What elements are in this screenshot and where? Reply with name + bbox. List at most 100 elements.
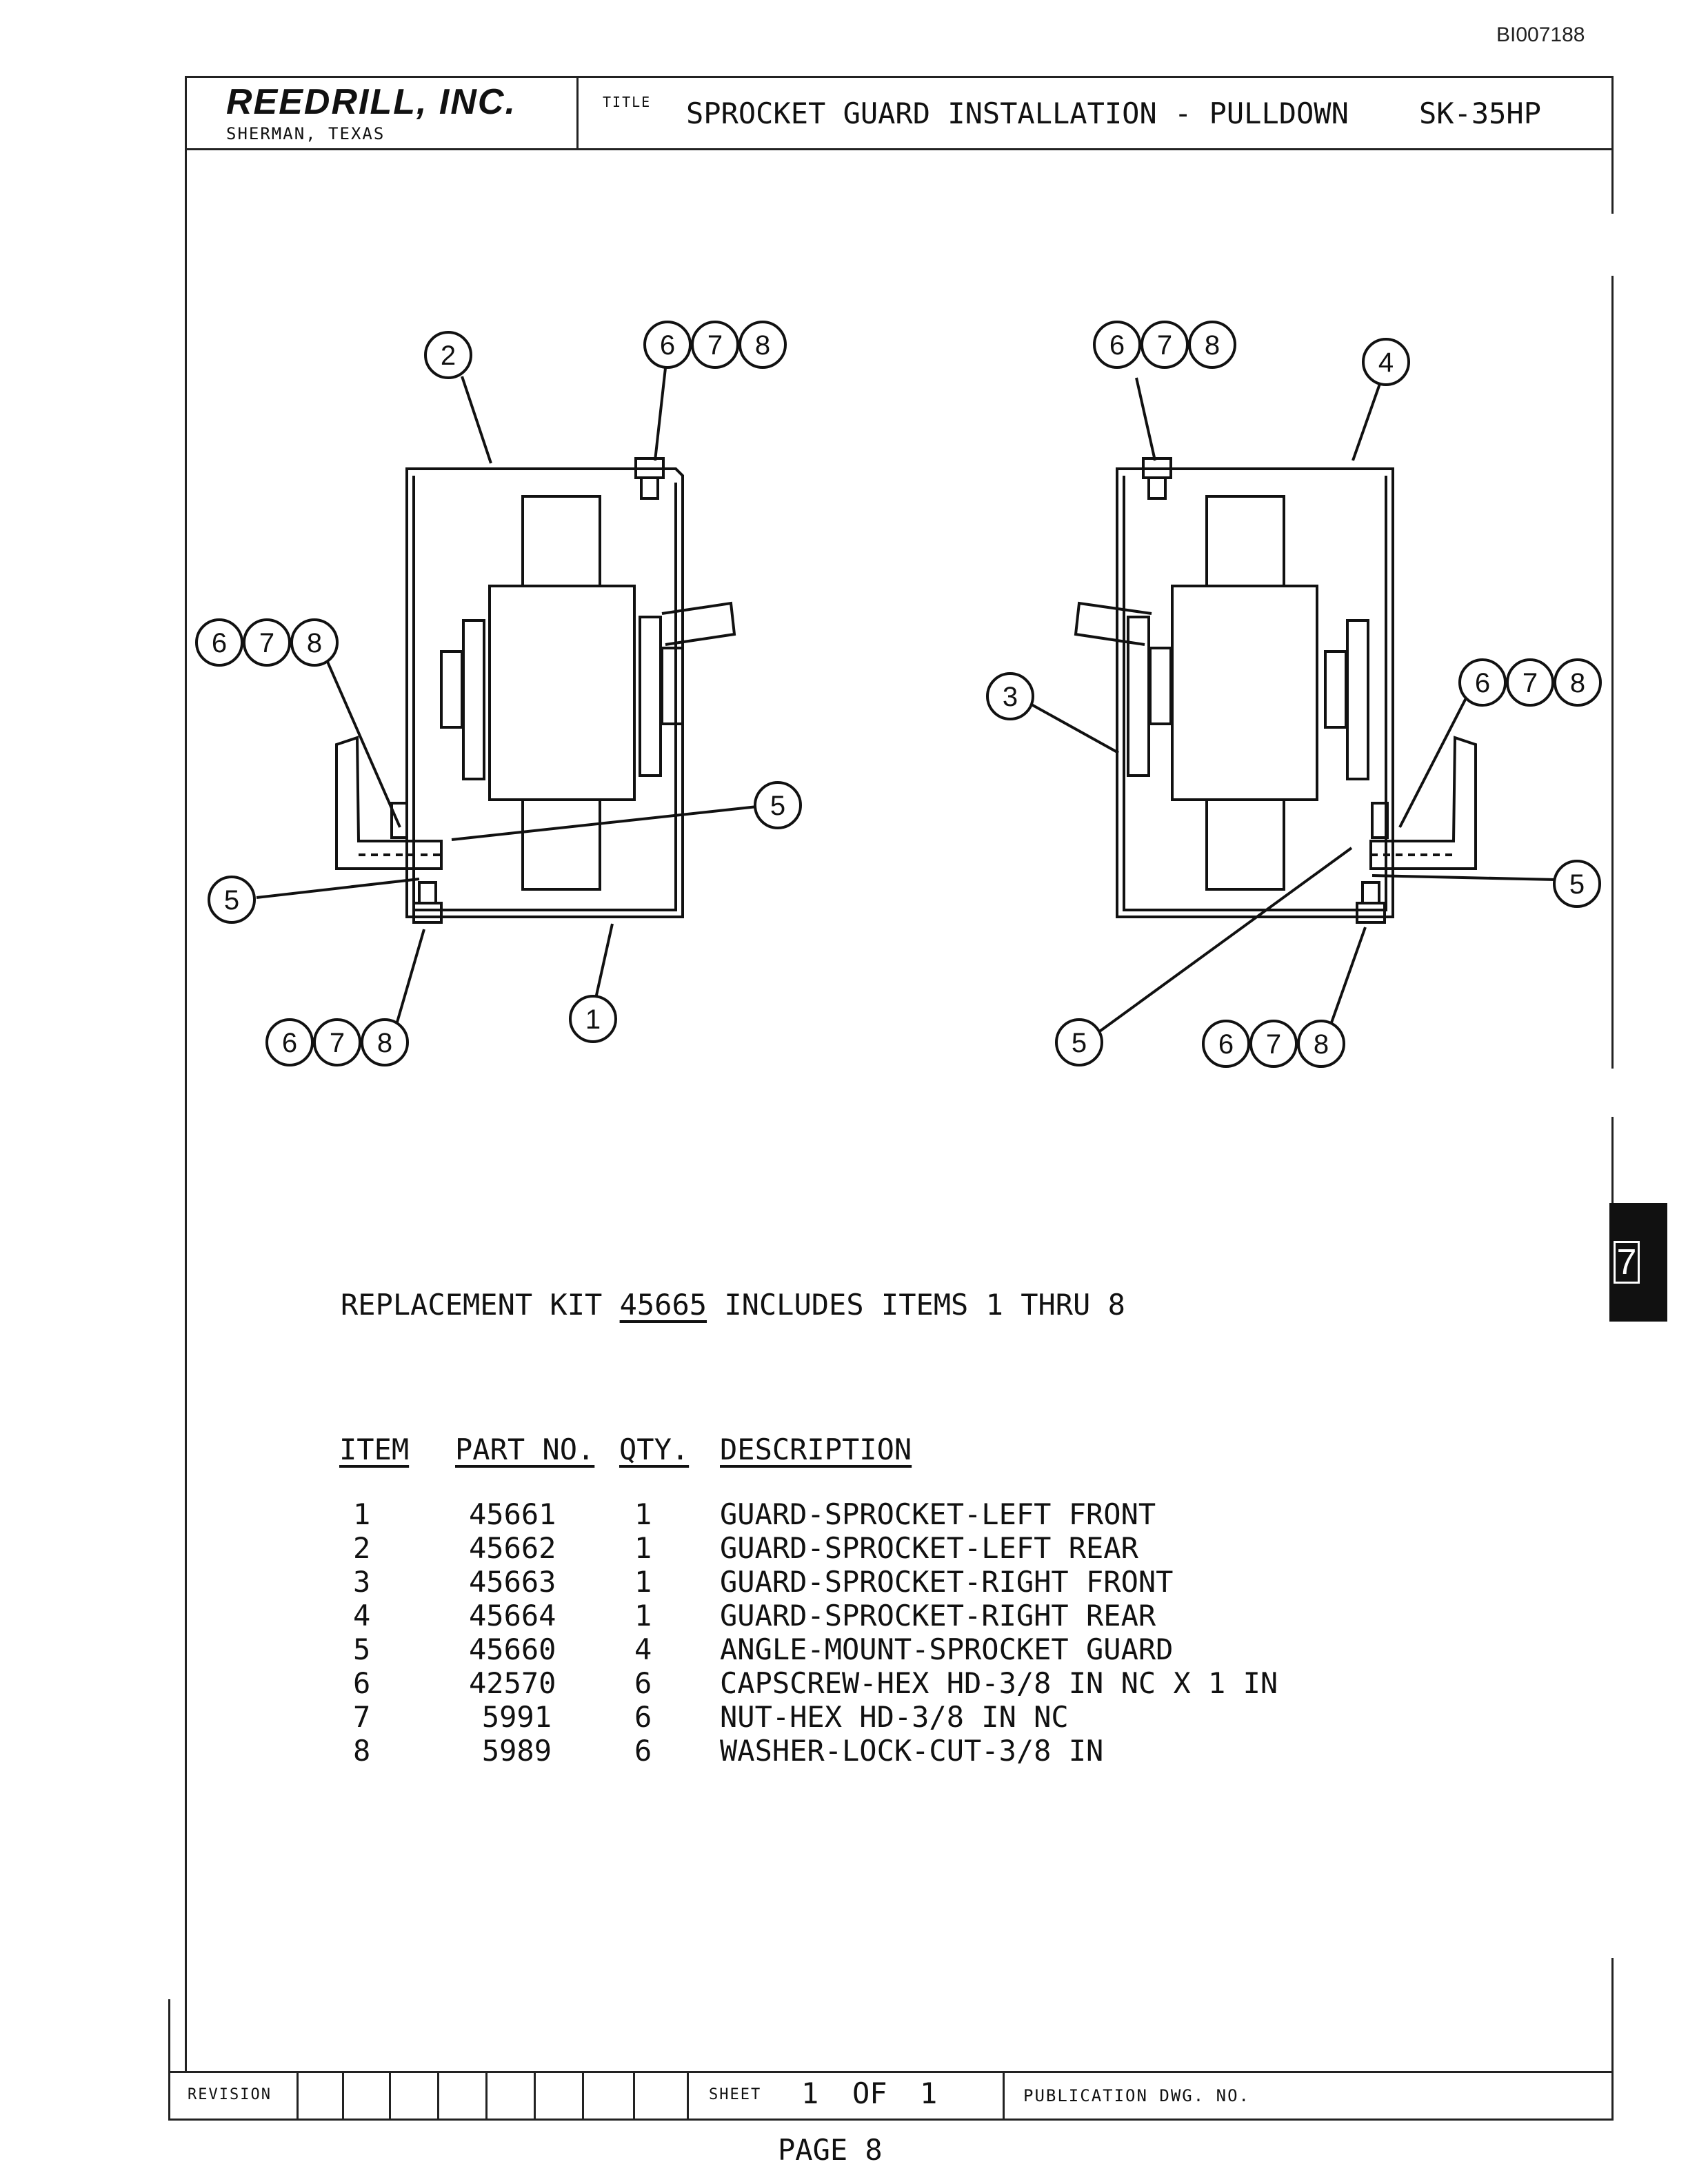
row-part: 5989: [481, 1734, 552, 1768]
row-item: 6: [353, 1666, 371, 1700]
row-description: NUT-HEX HD-3/8 IN NC: [720, 1700, 1069, 1734]
row-description: WASHER-LOCK-CUT-3/8 IN: [720, 1734, 1104, 1768]
header-description: DESCRIPTION: [720, 1433, 912, 1466]
svg-text:3: 3: [1003, 682, 1018, 712]
callout-678-left-top: 6 7 8: [643, 321, 787, 369]
svg-text:6: 6: [282, 1028, 297, 1058]
right-guard-assembly: [1018, 377, 1556, 1034]
svg-text:6: 6: [1109, 330, 1125, 361]
row-qty: 1: [634, 1565, 652, 1599]
svg-text:6: 6: [660, 330, 675, 361]
company-name: REEDRILL, INC.: [226, 82, 516, 122]
row-qty: 6: [634, 1666, 652, 1700]
svg-text:7: 7: [1266, 1029, 1281, 1060]
svg-text:6: 6: [212, 628, 227, 658]
callout-5-left-left: 5: [208, 876, 256, 924]
frame-right-line-lower: [1611, 1117, 1614, 1203]
svg-text:7: 7: [259, 628, 274, 658]
svg-text:6: 6: [1218, 1029, 1234, 1060]
section-tab-label: 7: [1614, 1241, 1640, 1284]
callout-678-left-bottom: 6 7 8: [265, 1018, 409, 1066]
row-qty: 1: [634, 1599, 652, 1632]
kit-prefix: REPLACEMENT KIT: [341, 1288, 603, 1322]
frame-right-line-upper: [1611, 150, 1614, 214]
svg-text:8: 8: [1314, 1029, 1329, 1060]
title-block: [185, 76, 1614, 150]
svg-text:7: 7: [330, 1028, 345, 1058]
row-part: 45660: [469, 1632, 556, 1666]
strip-divider: [437, 2071, 439, 2121]
title-block-divider: [576, 76, 579, 150]
svg-text:8: 8: [377, 1028, 392, 1058]
row-item: 5: [353, 1632, 371, 1666]
row-item: 8: [353, 1734, 371, 1768]
callout-5-right-bottom: 5: [1055, 1018, 1103, 1066]
strip-divider: [389, 2071, 391, 2121]
svg-text:8: 8: [1570, 668, 1585, 698]
strip-divider: [1003, 2071, 1005, 2121]
sheet-label: SHEET: [709, 2086, 762, 2103]
replacement-kit-note: REPLACEMENT KIT 45665 INCLUDES ITEMS 1 T…: [341, 1288, 1125, 1322]
strip-divider: [534, 2071, 536, 2121]
svg-text:5: 5: [1569, 869, 1585, 900]
svg-text:8: 8: [1205, 330, 1220, 361]
document-id: BI007188: [1496, 23, 1585, 46]
kit-suffix: INCLUDES ITEMS 1 THRU 8: [724, 1288, 1125, 1322]
header-item: ITEM: [339, 1433, 410, 1466]
row-qty: 6: [634, 1734, 652, 1768]
row-part: 45663: [469, 1565, 556, 1599]
header-qty: QTY.: [619, 1433, 690, 1466]
svg-text:6: 6: [1475, 668, 1490, 698]
left-guard-assembly: [256, 367, 758, 1025]
callout-678-right-top: 6 7 8: [1093, 321, 1236, 369]
sheet-number: 1: [801, 2076, 819, 2110]
row-description: GUARD-SPROCKET-LEFT REAR: [720, 1531, 1138, 1565]
publication-dwg-label: PUBLICATION DWG. NO.: [1023, 2086, 1250, 2105]
strip-divider: [342, 2071, 344, 2121]
row-part: 42570: [469, 1666, 556, 1700]
row-item: 1: [353, 1497, 371, 1531]
svg-text:7: 7: [707, 330, 723, 361]
svg-text:4: 4: [1378, 347, 1394, 378]
strip-divider: [297, 2071, 299, 2121]
callout-4-right-top: 4: [1362, 338, 1410, 386]
sheet-total: 1: [920, 2076, 938, 2110]
header-part-no: PART NO.: [455, 1433, 595, 1466]
row-item: 4: [353, 1599, 371, 1632]
sheet-of-label: OF: [852, 2076, 887, 2110]
row-item: 2: [353, 1531, 371, 1565]
svg-text:5: 5: [224, 885, 239, 916]
svg-text:2: 2: [441, 341, 456, 371]
callout-5-left-right: 5: [754, 781, 802, 829]
callout-1-left-bottom: 1: [569, 995, 617, 1043]
frame-left-lower-line: [168, 1999, 170, 2071]
strip-divider: [687, 2071, 689, 2121]
kit-number: 45665: [619, 1288, 707, 1322]
row-part: 45664: [469, 1599, 556, 1632]
strip-divider: [485, 2071, 488, 2121]
frame-right-line-mid: [1611, 276, 1614, 1069]
row-qty: 6: [634, 1700, 652, 1734]
drawing-title: SPROCKET GUARD INSTALLATION - PULLDOWN: [686, 97, 1349, 130]
svg-text:8: 8: [755, 330, 770, 361]
row-item: 3: [353, 1565, 371, 1599]
row-description: GUARD-SPROCKET-RIGHT FRONT: [720, 1565, 1174, 1599]
row-description: GUARD-SPROCKET-RIGHT REAR: [720, 1599, 1156, 1632]
revision-label: REVISION: [188, 2086, 272, 2103]
row-part: 45661: [469, 1497, 556, 1531]
page-number: PAGE 8: [778, 2133, 883, 2167]
svg-text:7: 7: [1157, 330, 1172, 361]
row-qty: 4: [634, 1632, 652, 1666]
row-description: ANGLE-MOUNT-SPROCKET GUARD: [720, 1632, 1174, 1666]
row-description: CAPSCREW-HEX HD-3/8 IN NC X 1 IN: [720, 1666, 1278, 1700]
company-location: SHERMAN, TEXAS: [226, 124, 385, 143]
strip-divider: [633, 2071, 635, 2121]
row-part: 5991: [481, 1700, 552, 1734]
frame-right-line-bottom: [1611, 1958, 1614, 2071]
row-item: 7: [353, 1700, 371, 1734]
svg-text:7: 7: [1523, 668, 1538, 698]
sprocket-guard-drawing: 2 6 7 8 6 7 8 5 5 1 6 7 8 6 7 8 4 3 6 7: [195, 321, 1602, 1068]
strip-divider: [582, 2071, 584, 2121]
revision-strip: [168, 2071, 1614, 2121]
row-part: 45662: [469, 1531, 556, 1565]
